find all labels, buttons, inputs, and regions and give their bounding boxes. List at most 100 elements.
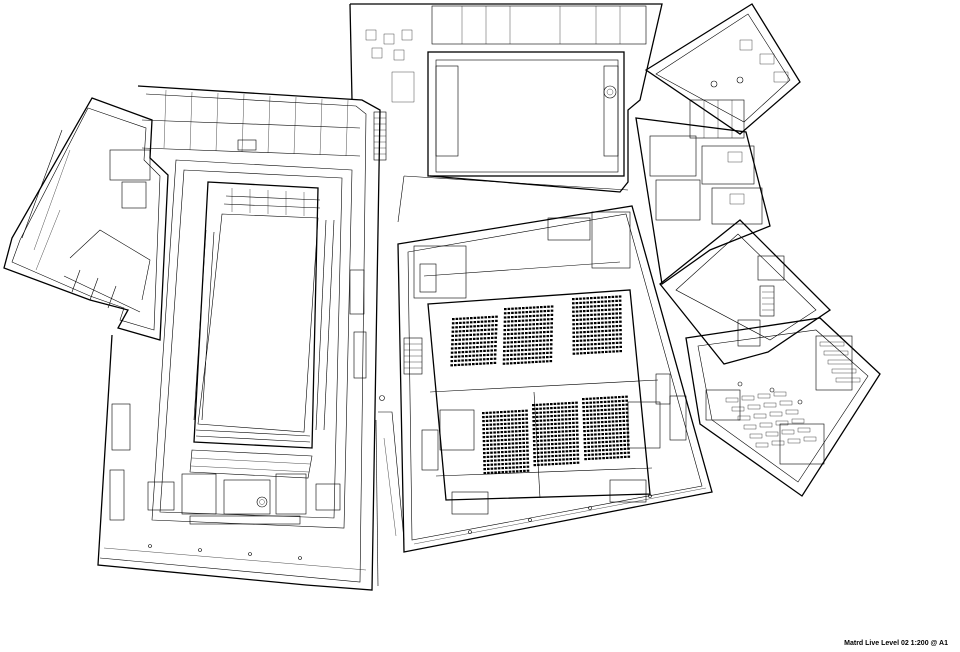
seat: [525, 413, 528, 416]
seat: [593, 425, 597, 428]
seat: [490, 471, 494, 474]
seat: [458, 351, 461, 354]
seat: [479, 358, 482, 361]
seat: [543, 331, 546, 334]
seat: [536, 431, 539, 434]
seat: [612, 452, 616, 455]
seat: [528, 319, 532, 322]
seat: [583, 343, 586, 346]
seat: [571, 401, 575, 404]
seat: [547, 309, 550, 312]
seat: [573, 461, 576, 464]
seat: [586, 330, 590, 333]
seat: [539, 348, 542, 351]
seat: [565, 458, 569, 461]
seat: [582, 402, 585, 405]
seat: [597, 433, 601, 436]
seat: [458, 338, 461, 341]
seat: [522, 441, 525, 444]
seat: [572, 327, 575, 330]
seat: [555, 458, 558, 461]
seat: [607, 412, 611, 415]
seat: [612, 428, 615, 431]
seat: [514, 336, 517, 339]
seat: [586, 409, 589, 412]
seat: [528, 340, 531, 343]
seat: [597, 421, 600, 424]
seat: [497, 447, 500, 450]
seat: [609, 456, 613, 459]
seat: [465, 329, 469, 332]
seat: [590, 421, 593, 424]
seat: [623, 447, 627, 450]
seat: [565, 426, 568, 429]
seat: [550, 318, 554, 321]
seat: [579, 339, 583, 342]
seat: [493, 443, 497, 446]
seat: [486, 435, 489, 438]
seat: [492, 411, 496, 414]
seat: [536, 323, 539, 326]
seat: [524, 344, 528, 347]
seat: [533, 444, 536, 447]
seat: [540, 439, 543, 442]
seat: [546, 335, 550, 338]
seat: [543, 322, 546, 325]
seat: [503, 341, 506, 344]
seat: [604, 420, 608, 423]
seat: [486, 459, 490, 462]
seat: [557, 414, 561, 417]
seat: [582, 414, 586, 417]
seat: [496, 427, 500, 430]
seat: [455, 330, 458, 333]
seat: [514, 315, 518, 318]
seat: [484, 320, 487, 323]
seat: [515, 442, 518, 445]
seat: [625, 399, 628, 402]
seat: [594, 441, 597, 444]
seat: [485, 419, 489, 422]
seat: [562, 454, 565, 457]
seat: [514, 414, 518, 417]
seat: [597, 326, 601, 329]
seat: [565, 462, 569, 465]
seat: [585, 397, 589, 400]
seat: [535, 344, 539, 347]
seat: [585, 405, 589, 408]
seat: [550, 431, 554, 434]
seat: [575, 421, 579, 424]
seat: [605, 440, 608, 443]
seat: [601, 445, 605, 448]
seat: [535, 327, 539, 330]
seat: [589, 413, 593, 416]
seat: [457, 359, 461, 362]
seat: [576, 352, 579, 355]
seat: [550, 427, 554, 430]
seat: [550, 439, 554, 442]
seat: [618, 299, 622, 302]
seat: [532, 408, 535, 411]
seat: [592, 401, 596, 404]
seat: [510, 332, 514, 335]
seat: [525, 319, 528, 322]
seat: [522, 445, 526, 448]
seat: [465, 350, 468, 353]
seat: [562, 458, 565, 461]
seat: [522, 437, 525, 440]
seat: [583, 347, 586, 350]
seat: [539, 314, 543, 317]
seat: [587, 437, 590, 440]
seat: [533, 456, 536, 459]
seat: [532, 319, 536, 322]
seat: [589, 401, 592, 404]
seat: [601, 325, 604, 328]
seat: [584, 450, 587, 453]
seat: [526, 453, 529, 456]
seat: [600, 397, 603, 400]
seat: [583, 430, 586, 433]
seat: [561, 438, 565, 441]
seat: [507, 426, 511, 429]
seat: [511, 434, 514, 437]
seat: [562, 450, 565, 453]
seat: [622, 411, 625, 414]
